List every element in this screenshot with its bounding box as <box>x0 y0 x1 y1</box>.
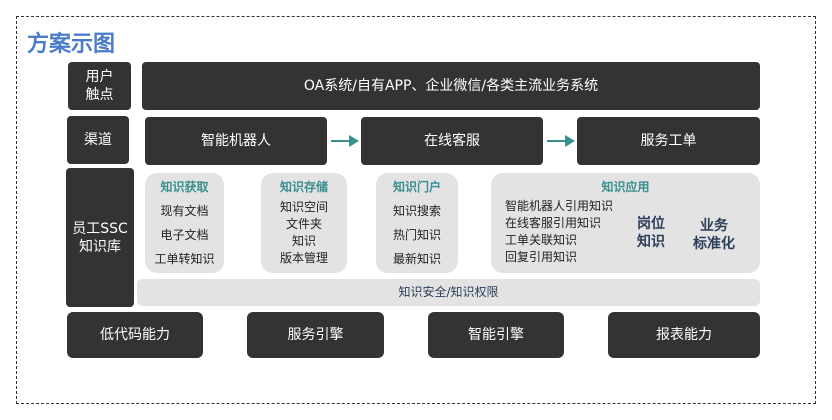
module-title: 知识存储 <box>279 180 328 194</box>
module-item: 版本管理 <box>279 251 328 265</box>
module-item: 文件夹 <box>285 217 322 231</box>
highlight-standardization: 业务 标准化 <box>693 218 735 252</box>
arrow-right-icon <box>331 135 359 147</box>
module-acquire: 知识获取 现有文档 电子文档 工单转知识 <box>145 173 224 273</box>
touch-label: 用户 触点 <box>68 62 131 110</box>
channel-label: 渠道 <box>67 116 129 164</box>
touch-content: OA系统/自有APP、企业微信/各类主流业务系统 <box>142 62 760 110</box>
module-item: 回复引用知识 <box>505 250 578 264</box>
module-item: 知识 <box>291 234 316 248</box>
module-item: 工单关联知识 <box>505 233 578 247</box>
module-item: 热门知识 <box>392 228 441 242</box>
module-item: 智能机器人引用知识 <box>505 199 614 213</box>
capability-ai-engine: 智能引擎 <box>428 312 564 358</box>
module-item: 知识搜索 <box>392 204 441 218</box>
channel-robot: 智能机器人 <box>145 117 327 165</box>
capability-lowcode: 低代码能力 <box>67 312 203 358</box>
module-title: 知识门户 <box>392 180 441 194</box>
diagram-frame <box>16 16 816 404</box>
arrow-right-icon <box>547 135 575 147</box>
module-item: 电子文档 <box>160 228 209 242</box>
highlight-position-knowledge: 岗位 知识 <box>637 216 665 250</box>
module-item: 工单转知识 <box>154 252 215 266</box>
module-title: 知识获取 <box>160 180 209 194</box>
capability-service-engine: 服务引擎 <box>247 312 384 358</box>
security-bar: 知识安全/知识权限 <box>137 279 760 306</box>
module-storage: 知识存储 知识空间 文件夹 知识 版本管理 <box>261 173 347 273</box>
channel-online-service: 在线客服 <box>361 117 543 165</box>
module-item: 最新知识 <box>392 252 441 266</box>
page-title: 方案示图 <box>27 32 116 57</box>
module-portal: 知识门户 知识搜索 热门知识 最新知识 <box>376 173 458 273</box>
module-item: 现有文档 <box>160 204 209 218</box>
module-item: 在线客服引用知识 <box>505 216 602 230</box>
module-application: 知识应用 智能机器人引用知识 在线客服引用知识 工单关联知识 回复引用知识 岗位… <box>491 173 760 273</box>
module-item: 知识空间 <box>279 200 328 214</box>
channel-work-order: 服务工单 <box>577 117 760 165</box>
capability-reporting: 报表能力 <box>608 312 760 358</box>
module-title: 知识应用 <box>601 180 650 194</box>
kb-label: 员工SSC 知识库 <box>66 168 134 307</box>
